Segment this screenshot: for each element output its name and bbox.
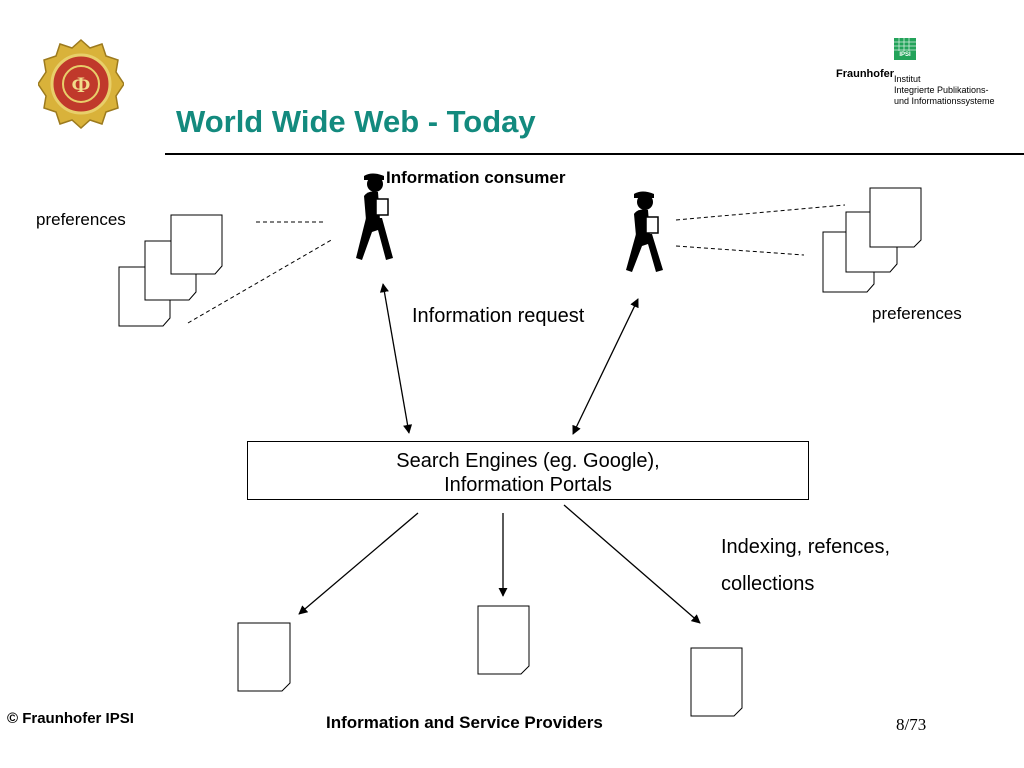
title-divider [165,153,1024,155]
document-icon [237,622,291,692]
document-icon [869,187,922,248]
indexing-label: Indexing, refences, [721,536,890,558]
search-engines-line: Search Engines (eg. Google), [396,450,660,472]
institute-line: Institut [894,74,921,84]
request-arrows [379,283,639,435]
preferences-label-left: preferences [36,210,126,229]
preference-links [187,204,846,324]
institute-line: und Informationssysteme [894,96,995,106]
page-number: 8/73 [896,715,927,734]
providers-label: Information and Service Providers [326,713,603,732]
collections-label: collections [721,573,815,595]
fraunhofer-wordmark: Fraunhofer [836,68,895,80]
information-consumer-label: Information consumer [386,168,566,187]
svg-text:Ф: Ф [72,72,91,97]
institute-name: Institut Integrierte Publikations- und I… [894,74,995,107]
university-seal-logo: Ф [38,38,124,130]
information-request-label: Information request [412,305,585,327]
fraunhofer-logo: IPSI Fraunhofer Institut Integrierte Pub… [836,38,1016,118]
ipsi-mark: IPSI [899,52,911,58]
copyright-footer: © Fraunhofer IPSI [7,710,134,727]
search-engines-box: Search Engines (eg. Google), Information… [247,441,809,500]
information-portals-line: Information Portals [444,474,612,496]
document-icon [170,214,223,275]
preferences-label-right: preferences [872,304,962,323]
provider-documents [237,605,743,717]
document-icon [477,605,530,675]
document-stack-right [822,187,922,293]
institute-line: Integrierte Publikations- [894,85,989,95]
document-icon [690,647,743,717]
ipsi-grid-icon [894,38,916,60]
document-stack-left [118,214,223,327]
indexing-arrows [298,504,701,624]
person-icon [626,191,663,272]
person-icon [356,173,393,260]
slide-title: World Wide Web - Today [176,104,536,139]
